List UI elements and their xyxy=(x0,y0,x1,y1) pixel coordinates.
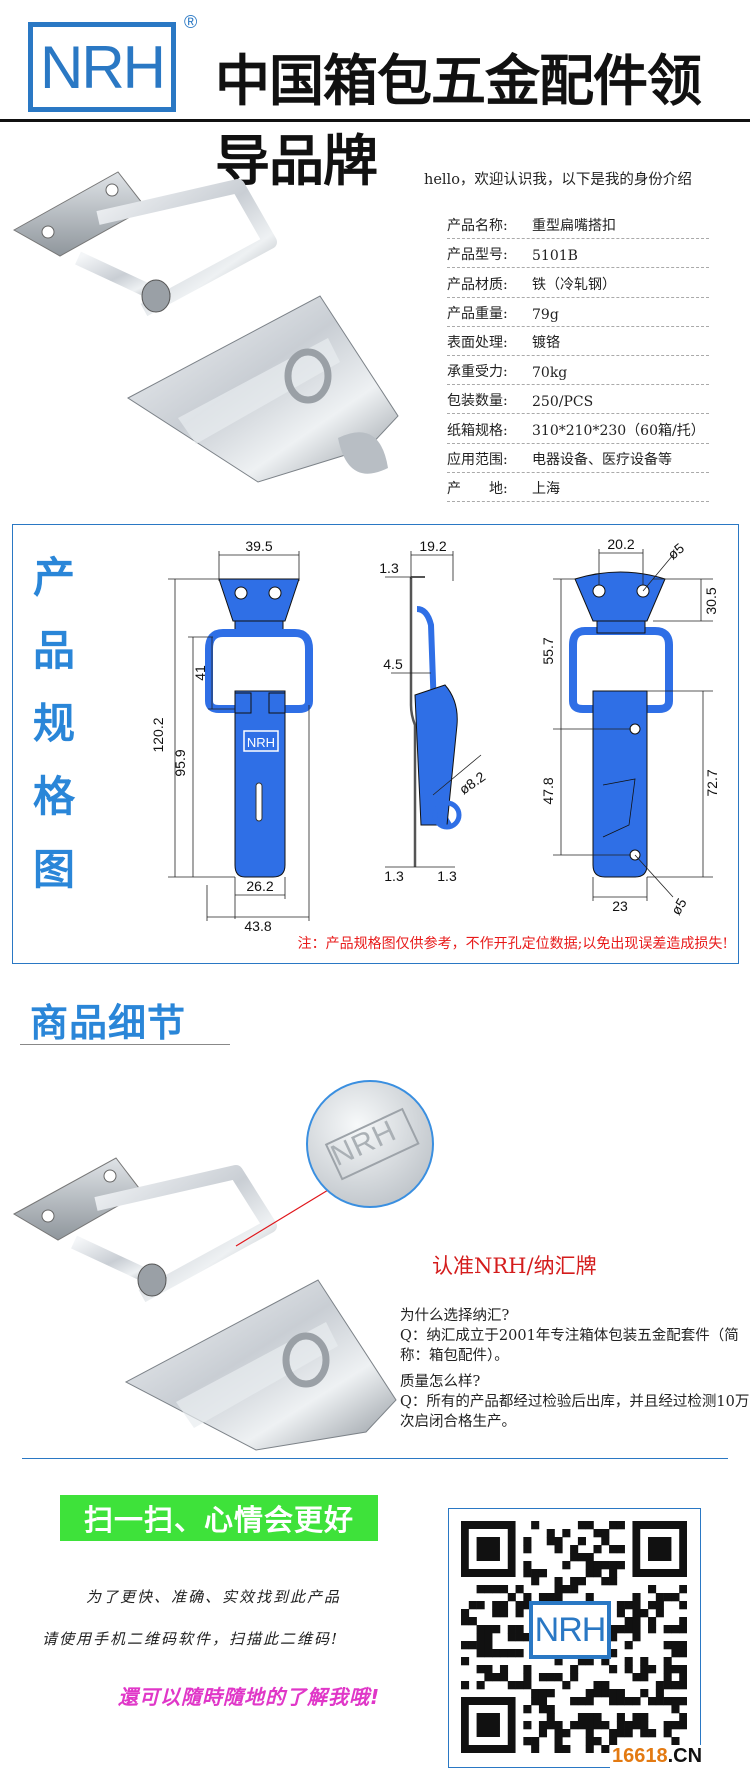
back-dim-height-low: 47.8 xyxy=(540,777,556,804)
side-dim-bottom-left: 1.3 xyxy=(384,868,404,884)
spec-row: 承重受力: 70kg xyxy=(447,356,709,386)
qr-logo: NRH xyxy=(529,1601,611,1659)
title-char: 格 xyxy=(32,772,75,821)
spec-value: 铁（冷轧钢） xyxy=(532,276,616,293)
spec-label: 产品材质: xyxy=(447,276,508,293)
front-view xyxy=(205,578,313,878)
brand-slogan: 中国箱包五金配件领导品牌 xyxy=(215,49,702,193)
scan-line-3: 還可以隨時隨地的了解我哦! xyxy=(118,1685,381,1709)
front-dim-lines xyxy=(168,551,310,921)
front-dim-height2: 95.9 xyxy=(172,749,188,776)
site-suffix: .CN xyxy=(667,1745,703,1767)
product-photo-detail xyxy=(12,1157,397,1451)
title-char: 品 xyxy=(32,626,75,675)
spec-value: 79g xyxy=(532,306,559,323)
details-title-underline xyxy=(20,1044,230,1045)
brand-logo: NRH xyxy=(28,22,176,112)
site-prefix: 16618 xyxy=(612,1745,668,1767)
spec-row: 包装数量: 250/PCS xyxy=(447,385,709,415)
front-dim-bottom: 26.2 xyxy=(246,878,273,894)
qr-frame: NRH xyxy=(448,1508,701,1768)
spec-label: 应用范围: xyxy=(447,451,508,468)
side-view xyxy=(409,576,462,867)
back-dim-bottom: 23 xyxy=(612,898,628,914)
spec-value: 重型扁嘴搭扣 xyxy=(532,218,616,235)
spec-label: 产品型号: xyxy=(447,247,508,264)
title-char: 规 xyxy=(32,699,75,748)
spec-label: 纸箱规格: xyxy=(447,422,508,439)
back-view xyxy=(569,571,673,878)
product-photo-main xyxy=(12,171,399,483)
spec-drawing-panel: 产 品 规 格 图 NRH 39.5 120.2 xyxy=(12,524,739,964)
registered-mark: ® xyxy=(184,12,198,32)
side-dim-offset: 4.5 xyxy=(383,656,403,672)
spec-row: 产品名称: 重型扁嘴搭扣 xyxy=(447,210,709,240)
front-dim-total-width: 43.8 xyxy=(244,918,271,934)
back-dim-height-top: 30.5 xyxy=(703,587,719,614)
qa-answer: Q：纳汇成立于2001年专注箱体包装五金配套件（简称：箱包配件）。 xyxy=(400,1328,739,1364)
back-dim-lines xyxy=(553,549,713,901)
intro-text: hello，欢迎认识我，以下是我的身份介绍 xyxy=(424,172,692,188)
back-dim-hole-bottom: ø5 xyxy=(668,895,690,917)
scan-banner-text: 扫一扫、心情会更好 xyxy=(83,1503,354,1537)
qa-question: 为什么选择纳汇? xyxy=(400,1308,510,1324)
spec-value: 上海 xyxy=(532,480,560,497)
scan-banner: 扫一扫、心情会更好 xyxy=(60,1495,378,1541)
spec-value: 250/PCS xyxy=(532,394,594,411)
qa-answer: Q：所有的产品都经过检验后出库，并且经过检测10万次启闭合格生产。 xyxy=(400,1394,750,1430)
spec-label: 产品重量: xyxy=(447,305,508,322)
back-dim-height-right: 72.7 xyxy=(704,769,720,796)
title-char: 产 xyxy=(32,553,75,602)
back-dim-height-mid: 55.7 xyxy=(540,637,556,664)
spec-row: 应用范围: 电器设备、医疗设备等 xyxy=(447,444,709,473)
spec-list: 产品名称: 重型扁嘴搭扣 产品型号: 5101B 产品材质: 铁（冷轧钢） 产品重量:… xyxy=(447,210,709,502)
scan-line-1: 为了更快、准确、实效找到此产品 xyxy=(86,1588,342,1606)
front-dim-top: 39.5 xyxy=(245,538,272,554)
spec-drawing-title: 产 品 规 格 图 xyxy=(29,541,79,906)
side-dim-top: 19.2 xyxy=(419,538,446,554)
spec-label: 表面处理: xyxy=(447,334,508,351)
spec-label: 产品名称: xyxy=(447,218,508,235)
qa-block: 为什么选择纳汇? Q：纳汇成立于2001年专注箱体包装五金配套件（简称：箱包配件… xyxy=(400,1306,750,1432)
site-watermark: 16618.CN xyxy=(610,1745,705,1768)
title-char: 图 xyxy=(32,845,75,894)
logo-text: NRH xyxy=(40,33,166,101)
spec-value: 电器设备、医疗设备等 xyxy=(532,451,672,468)
spec-row: 表面处理: 镀铬 xyxy=(447,327,709,356)
qa-question: 质量怎么样? xyxy=(400,1374,481,1390)
spec-label: 产 地: xyxy=(447,480,508,497)
spec-value: 镀铬 xyxy=(532,334,560,351)
spec-row: 产品型号: 5101B xyxy=(447,239,709,269)
details-section-title: 商品细节 xyxy=(30,1001,187,1045)
zoom-circle xyxy=(306,1080,434,1208)
front-dim-height3: 41 xyxy=(192,665,208,681)
section-divider xyxy=(22,1458,728,1459)
spec-row: 产 地: 上海 xyxy=(447,473,709,502)
spec-note: 注：产品规格图仅供参考，不作开孔定位数据;以免出现误差造成损失! xyxy=(297,936,728,952)
side-dim-lines xyxy=(385,551,482,868)
page-header: NRH ® 中国箱包五金配件领导品牌 xyxy=(0,0,750,193)
qr-logo-text: NRH xyxy=(534,1610,607,1649)
scan-line-2: 请使用手机二维码软件，扫描此二维码! xyxy=(42,1630,340,1648)
spec-row: 产品重量: 79g xyxy=(447,298,709,327)
spec-row: 纸箱规格: 310*210*230（60箱/托） xyxy=(447,414,709,444)
spec-label: 包装数量: xyxy=(447,393,508,410)
front-view-plate-label: NRH xyxy=(247,735,275,750)
brand-line: 认准NRH/纳汇牌 xyxy=(432,1254,597,1278)
spec-label: 承重受力: xyxy=(447,364,508,381)
spec-value: 310*210*230（60箱/托） xyxy=(532,422,705,439)
technical-drawing: NRH 39.5 120.2 95.9 41 26.2 43.8 xyxy=(150,536,720,934)
spec-value: 70kg xyxy=(532,365,568,382)
side-dim-hole: ø8.2 xyxy=(456,768,488,797)
back-dim-top: 20.2 xyxy=(607,536,634,552)
back-dim-hole-top: ø5 xyxy=(664,540,687,563)
side-dim-bottom-right: 1.3 xyxy=(437,868,457,884)
front-dim-total-height: 120.2 xyxy=(150,717,166,752)
spec-value: 5101B xyxy=(532,248,578,265)
side-dim-thickness-top: 1.3 xyxy=(379,560,399,576)
spec-row: 产品材质: 铁（冷轧钢） xyxy=(447,268,709,298)
